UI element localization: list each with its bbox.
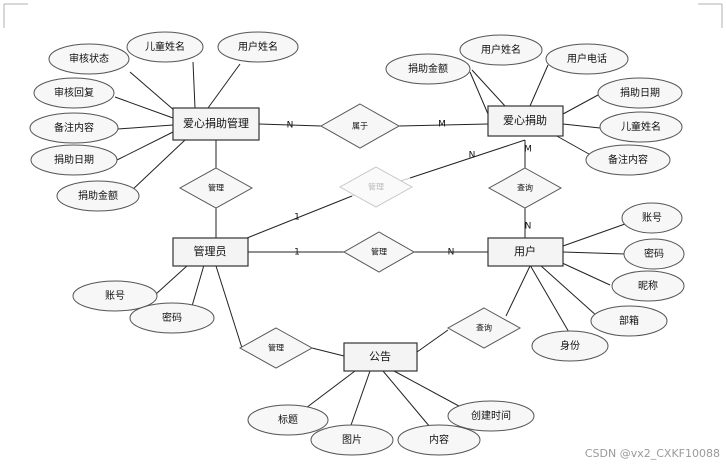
cardinality-admin-user-right: N <box>448 248 455 258</box>
entity-user: 用户 <box>487 237 564 267</box>
attribute-audit-status: 审核状态 <box>48 43 130 75</box>
cardinality-admin-donation: 1 <box>294 213 300 223</box>
attribute-child-name: 儿童姓名 <box>126 31 204 63</box>
relationship-label: 管理 <box>268 343 284 353</box>
svg-text:捐助金额: 捐助金额 <box>78 189 118 202</box>
entity-love-donation: 爱心捐助 <box>487 105 564 137</box>
entity-donation-management: 爱心捐助管理 <box>172 107 260 141</box>
relationship-manage-love-donation: 管理 <box>338 166 414 208</box>
entity-label: 爱心捐助管理 <box>183 116 249 130</box>
attribute-donation-date: 捐助日期 <box>597 77 683 109</box>
relationship-manage-user: 管理 <box>342 231 416 273</box>
relationship-label: 管理 <box>368 182 384 192</box>
attribute-mailbox: 部箱 <box>590 305 668 337</box>
svg-text:用户电话: 用户电话 <box>567 52 607 65</box>
attribute-user-name: 用户姓名 <box>459 34 543 66</box>
cardinality-donation-query: M <box>524 145 532 155</box>
svg-text:捐助金额: 捐助金额 <box>408 62 448 75</box>
page-corner-mark <box>3 3 28 28</box>
attribute-user-phone: 用户电话 <box>545 43 629 75</box>
entity-label: 公告 <box>369 350 391 363</box>
svg-text:用户姓名: 用户姓名 <box>481 43 521 56</box>
attribute-password: 密码 <box>129 302 215 334</box>
entity-label: 用户 <box>514 244 536 258</box>
relationship-label: 查询 <box>517 183 533 193</box>
attribute-content: 内容 <box>397 424 481 456</box>
svg-text:部箱: 部箱 <box>619 314 639 327</box>
attribute-donation-amount: 捐助金额 <box>56 180 140 212</box>
connector-lines <box>114 61 626 429</box>
attribute-password: 密码 <box>623 238 685 270</box>
svg-text:审核回复: 审核回复 <box>54 86 94 99</box>
attribute-child-name: 儿童姓名 <box>599 111 683 143</box>
relationship-belongs: 属于 <box>319 103 401 149</box>
svg-text:儿童姓名: 儿童姓名 <box>621 120 661 133</box>
entity-admin: 管理员 <box>172 237 249 267</box>
svg-text:密码: 密码 <box>644 247 664 260</box>
attribute-remark: 备注内容 <box>585 144 671 176</box>
svg-text:捐助日期: 捐助日期 <box>620 86 660 99</box>
attribute-image: 图片 <box>310 424 394 456</box>
svg-text:儿童姓名: 儿童姓名 <box>145 40 185 53</box>
svg-text:创建时间: 创建时间 <box>471 409 511 422</box>
relationship-query-user: 查询 <box>487 167 563 209</box>
svg-text:捐助日期: 捐助日期 <box>54 153 94 166</box>
attribute-account: 账号 <box>621 202 683 234</box>
cardinality-donation-admin: N <box>469 151 476 161</box>
attribute-account: 账号 <box>72 280 158 312</box>
page-corner-mark <box>698 3 723 28</box>
relationship-label: 查询 <box>476 323 492 333</box>
relationship-manage-notice: 管理 <box>238 327 314 369</box>
watermark-text: CSDN @vx2_CXKF10088 <box>585 447 720 460</box>
svg-text:密码: 密码 <box>162 311 182 324</box>
svg-text:内容: 内容 <box>429 433 449 446</box>
relationship-manage-donation: 管理 <box>178 167 254 209</box>
relationship-query-notice: 查询 <box>446 307 522 349</box>
cardinality-user-query: N <box>525 222 532 232</box>
svg-text:备注内容: 备注内容 <box>54 121 94 134</box>
attribute-donation-date: 捐助日期 <box>30 144 118 176</box>
attribute-audit-reply: 审核回复 <box>33 77 115 109</box>
attribute-created-time: 创建时间 <box>447 400 535 432</box>
svg-text:账号: 账号 <box>105 290 125 302</box>
entity-label: 爱心捐助 <box>503 113 547 127</box>
cardinality-labels: N M 1 N 1 N M N <box>287 120 532 258</box>
attribute-user-name: 用户姓名 <box>217 31 299 63</box>
svg-text:备注内容: 备注内容 <box>608 153 648 166</box>
attribute-remark: 备注内容 <box>29 112 119 144</box>
svg-text:身份: 身份 <box>560 339 580 352</box>
attribute-donation-amount: 捐助金额 <box>385 53 471 85</box>
cardinality-admin-user-left: 1 <box>294 248 300 258</box>
relationship-label: 管理 <box>371 247 387 257</box>
relationship-label: 管理 <box>208 183 224 193</box>
cardinality-belongs-left: N <box>287 121 294 131</box>
svg-text:标题: 标题 <box>278 414 298 426</box>
relationship-label: 属于 <box>352 122 368 131</box>
svg-text:用户姓名: 用户姓名 <box>238 40 278 53</box>
svg-text:账号: 账号 <box>642 212 662 224</box>
entity-notice: 公告 <box>343 342 418 372</box>
attribute-title: 标题 <box>247 404 329 436</box>
cardinality-belongs-right: M <box>438 120 446 130</box>
svg-text:昵称: 昵称 <box>638 279 658 292</box>
attribute-identity: 身份 <box>531 330 609 362</box>
svg-text:图片: 图片 <box>342 433 362 446</box>
entity-label: 管理员 <box>194 244 227 258</box>
svg-text:审核状态: 审核状态 <box>69 52 109 65</box>
attribute-nickname: 昵称 <box>611 270 685 302</box>
